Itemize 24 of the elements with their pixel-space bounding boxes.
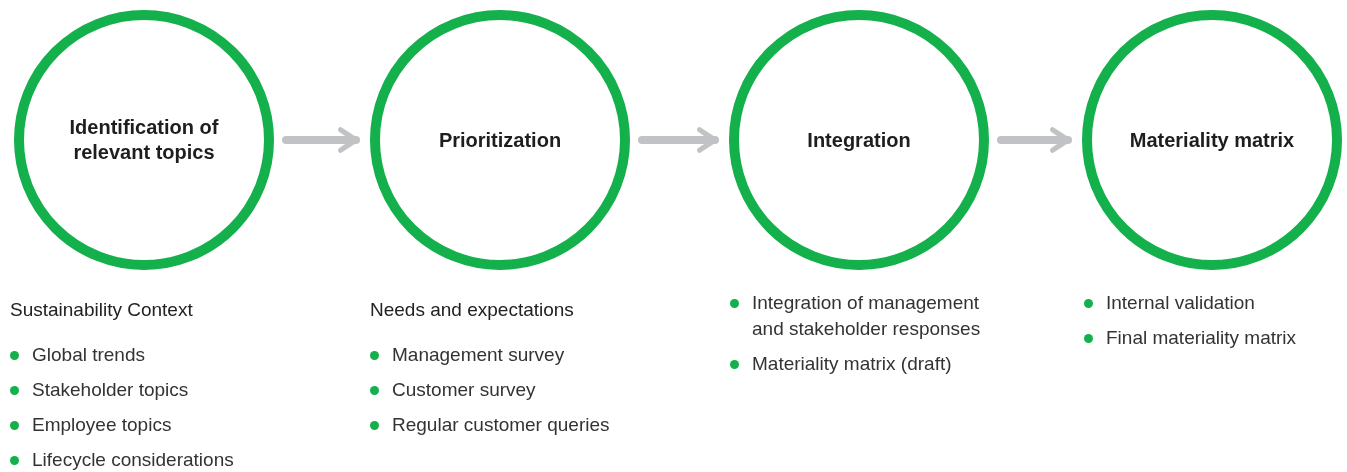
list-item: Internal validation xyxy=(1106,292,1255,313)
list-item: Lifecycle considerations xyxy=(32,449,234,470)
list-heading: Sustainability Context xyxy=(10,298,194,322)
arrow xyxy=(282,127,360,153)
arrow xyxy=(997,127,1072,153)
step-circle xyxy=(729,10,989,270)
list-item: Global trends xyxy=(32,344,145,365)
list-item: Management survey xyxy=(392,344,565,365)
arrow xyxy=(638,127,719,153)
list-item: Regular customer queries xyxy=(392,414,610,435)
step-title: Identification of relevant topics xyxy=(68,115,220,165)
list-item: Final materiality matrix xyxy=(1106,327,1297,348)
step-title: Prioritization xyxy=(438,127,562,153)
list-item: Integration of management and stakeholder responses xyxy=(752,292,981,339)
step-circle xyxy=(14,10,274,270)
list-heading: Needs and expectations xyxy=(370,298,575,322)
step-circle xyxy=(1082,10,1342,270)
list-item: Customer survey xyxy=(392,379,536,400)
list-item: Employee topics xyxy=(32,414,172,435)
list-item: Stakeholder topics xyxy=(32,379,189,400)
step-title: Integration xyxy=(807,127,911,153)
step-circle xyxy=(370,10,630,270)
list-item: Materiality matrix (draft) xyxy=(752,353,952,374)
step-title: Materiality matrix xyxy=(1129,127,1295,153)
